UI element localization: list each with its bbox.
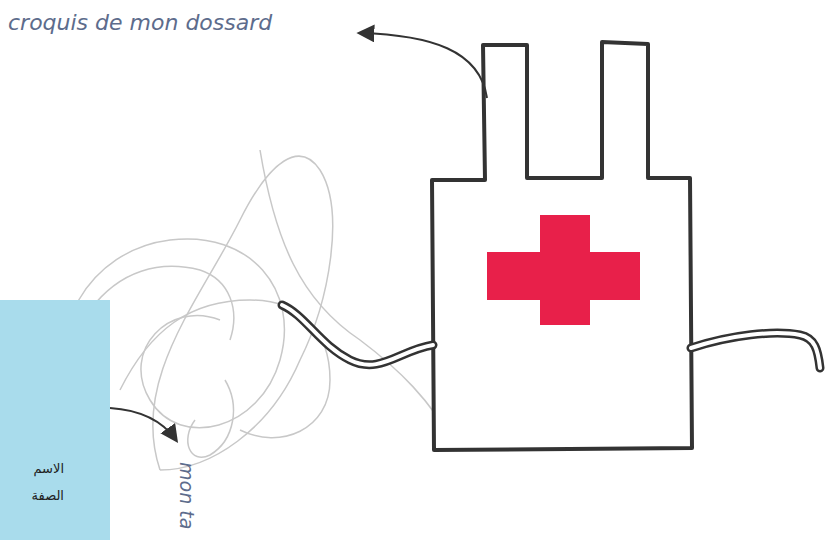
- vest-strings: [282, 305, 820, 368]
- leader-arrow: [360, 33, 487, 98]
- red-cross: [487, 215, 640, 325]
- field-label: الصفة: [0, 482, 64, 509]
- field-label: الاسم: [0, 455, 64, 482]
- leader-arrow: [110, 408, 176, 440]
- vest-outline: [432, 42, 692, 450]
- sticky-note: الاسمالصفة: [0, 300, 110, 540]
- caption-note: croquis de mon dossard: [8, 10, 272, 35]
- side-note: mon ta: [176, 462, 198, 529]
- background-scribble: [61, 150, 455, 470]
